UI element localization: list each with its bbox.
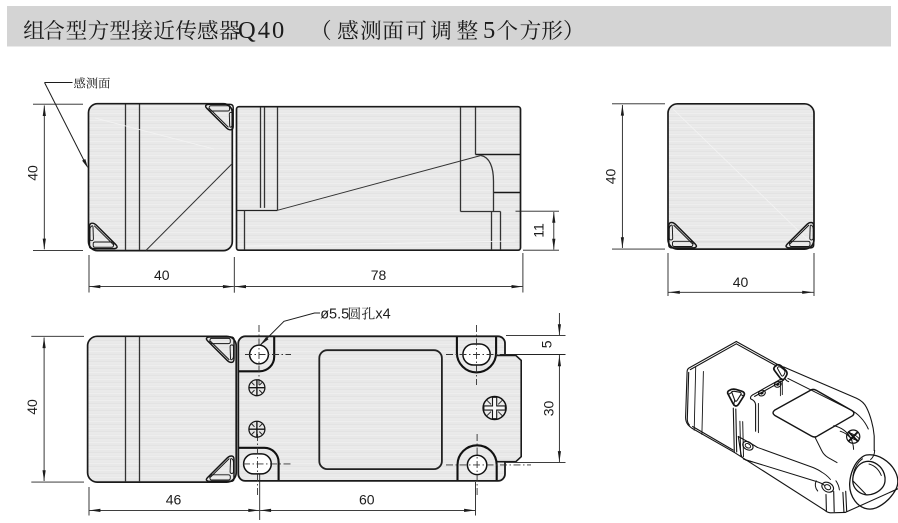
svg-text:40: 40 [25,165,41,181]
svg-text:60: 60 [359,491,375,507]
svg-text:5: 5 [483,17,495,44]
svg-text:11: 11 [531,223,547,238]
svg-text:Q40: Q40 [238,17,286,44]
svg-text:ø5.5: ø5.5 [320,307,349,323]
svg-text:46: 46 [166,491,182,507]
svg-text:40: 40 [24,399,40,415]
svg-text:40: 40 [733,274,749,290]
svg-text:5: 5 [539,340,555,348]
svg-text:78: 78 [371,267,387,283]
svg-text:x4: x4 [375,307,390,323]
svg-text:40: 40 [603,169,619,185]
svg-text:30: 30 [541,401,557,417]
svg-text:40: 40 [154,267,170,283]
